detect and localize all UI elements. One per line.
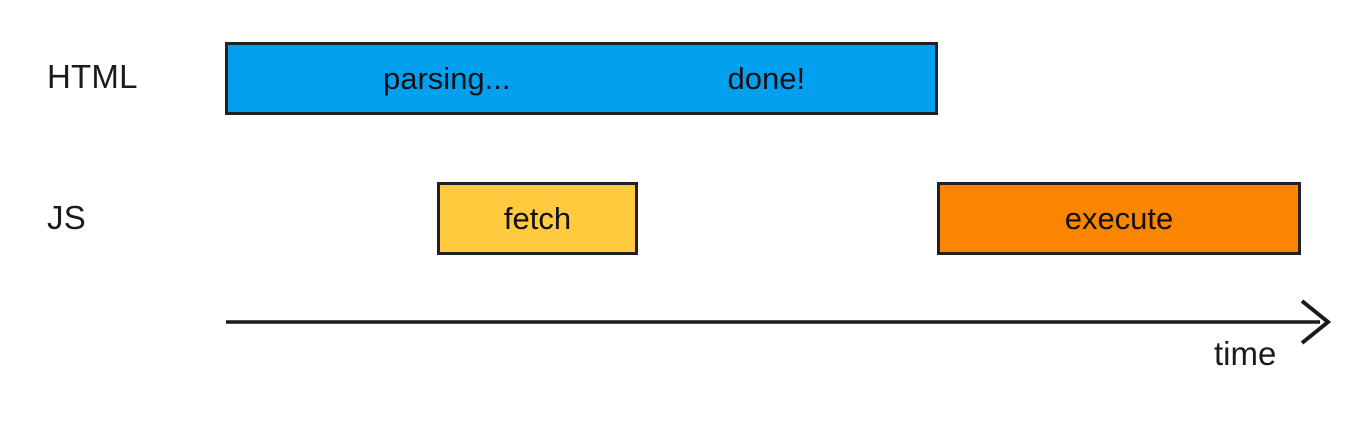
html-done-label: done! (727, 61, 806, 96)
row-label-html: HTML (47, 58, 138, 95)
html-parsing-label: parsing... (383, 61, 511, 96)
time-axis-arrow-icon (226, 299, 1332, 345)
row-label-js: JS (47, 199, 86, 236)
js-execute-bar: execute (937, 182, 1301, 255)
js-execute-label: execute (1064, 201, 1174, 236)
js-fetch-bar: fetch (437, 182, 638, 255)
time-axis-label: time (1214, 335, 1277, 372)
js-fetch-label: fetch (503, 201, 572, 236)
html-parsing-bar: parsing... done! (225, 42, 938, 115)
